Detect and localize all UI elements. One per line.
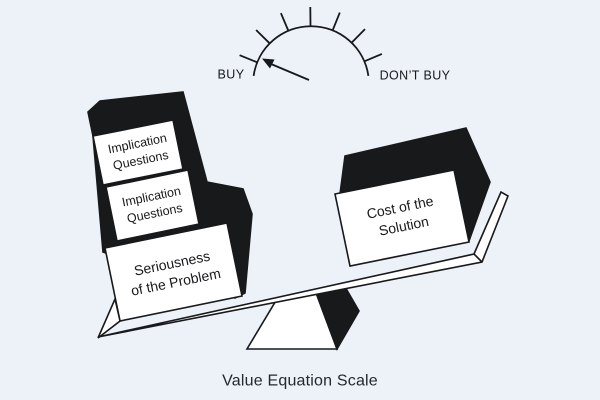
gauge-buy-label: BUY: [217, 67, 245, 82]
gauge-tick: [331, 12, 341, 31]
beam-plank: [97, 190, 509, 338]
gauge-dont-buy-label: DON’T BUY: [379, 68, 451, 83]
seriousness-box-left-face: [97, 296, 121, 339]
implication-box-1-face: [92, 119, 184, 186]
balance-beam: [97, 190, 509, 338]
beam-bend-crease: [473, 253, 483, 263]
right-stack: [334, 127, 491, 267]
gauge-tick: [351, 28, 366, 44]
gauge-arc-icon: [252, 25, 370, 77]
gauge-needle-head-icon: [262, 58, 275, 69]
gauge: [239, 6, 383, 81]
gauge-tick: [364, 53, 383, 63]
cost-box-face: [334, 169, 470, 267]
gauge-tick: [255, 29, 271, 44]
diagram-caption: Value Equation Scale: [222, 372, 378, 390]
gauge-tick: [239, 54, 258, 64]
implication-box-2-face: [105, 169, 200, 242]
gauge-tick: [280, 12, 290, 31]
gauge-needle-icon: [270, 63, 310, 81]
seriousness-box-face: [104, 222, 243, 322]
gauge-ticks: [239, 6, 383, 64]
left-stack: [87, 91, 253, 339]
